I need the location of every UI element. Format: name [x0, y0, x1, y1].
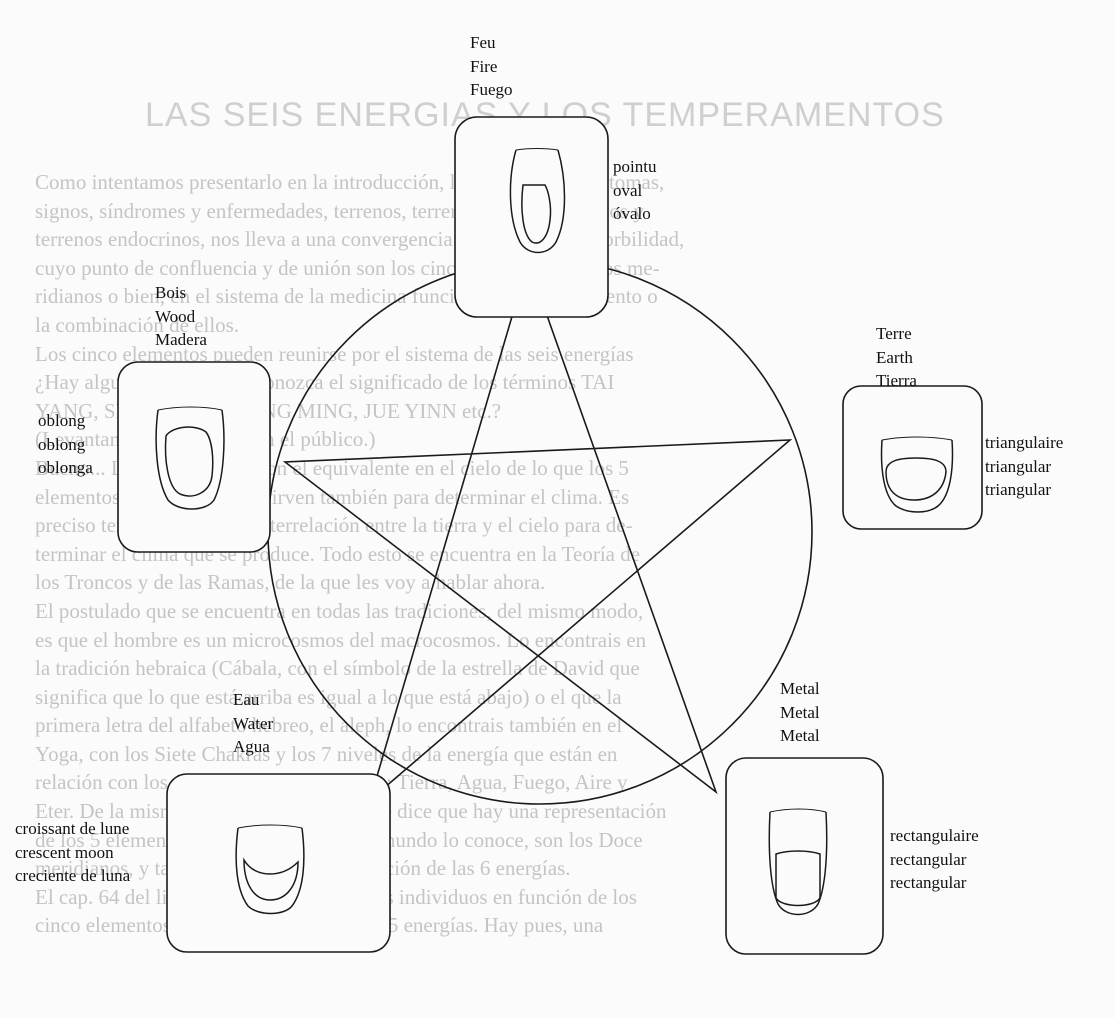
- water-card: [167, 774, 390, 952]
- metal-element-label: Metal Metal Metal: [780, 677, 820, 748]
- fire-card: [455, 117, 608, 317]
- wood-shape-label: oblong oblong oblonga: [38, 409, 93, 480]
- metal-shape-label: rectangulaire rectangular rectangular: [890, 824, 979, 895]
- wood-element-label: Bois Wood Madera: [155, 281, 207, 352]
- fire-shape-label: pointu oval óvalo: [613, 155, 656, 226]
- pentagram-circle: [268, 260, 812, 804]
- earth-shape-label: triangulaire triangular triangular: [985, 431, 1063, 502]
- earth-element-label: Terre Earth Tierra: [876, 322, 917, 393]
- fire-element-label: Feu Fire Fuego: [470, 31, 513, 102]
- water-element-label: Eau Water Agua: [233, 688, 273, 759]
- wood-card: [118, 362, 270, 552]
- water-shape-label: croissant de lune crescent moon crecient…: [15, 817, 130, 888]
- metal-card: [726, 758, 883, 954]
- pentagram-star: [285, 262, 790, 800]
